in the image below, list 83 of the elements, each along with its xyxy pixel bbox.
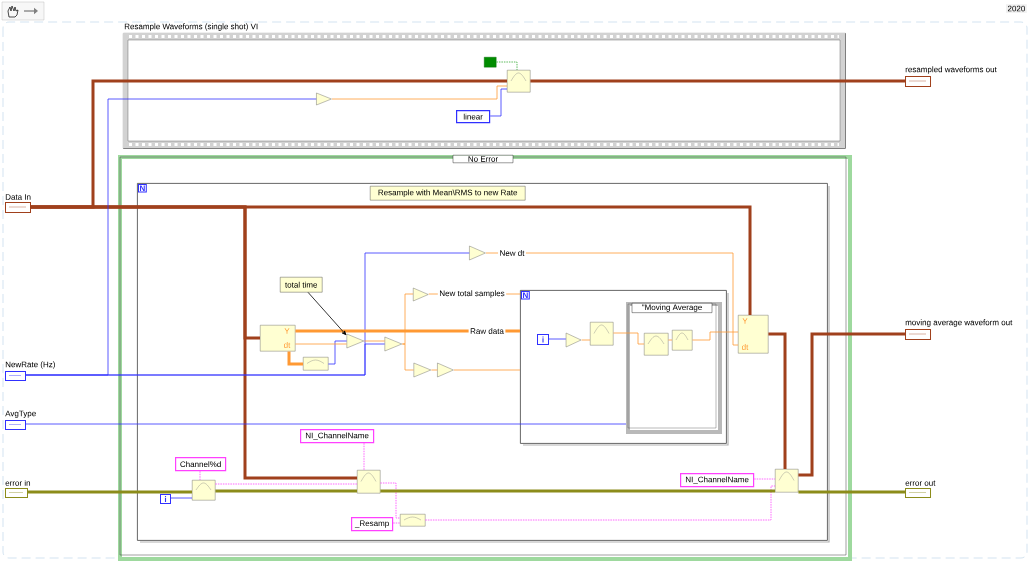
wire bbox=[380, 482, 401, 519]
wire bbox=[215, 489, 357, 493]
function-triangle bbox=[413, 287, 429, 302]
wire bbox=[380, 489, 775, 493]
function-triangle bbox=[565, 332, 582, 348]
function-block bbox=[303, 357, 329, 371]
wire bbox=[401, 343, 414, 371]
terminal-label: moving average waveform out bbox=[905, 319, 1013, 327]
wire bbox=[581, 339, 591, 341]
wire bbox=[25, 343, 385, 376]
edge-label: New total samples bbox=[437, 288, 507, 300]
count-terminal: N bbox=[138, 184, 147, 193]
string-constant: NI_ChannelName bbox=[680, 473, 755, 488]
wire bbox=[613, 332, 645, 345]
string-constant: _Resamp bbox=[351, 517, 394, 532]
terminal-label: error in bbox=[5, 479, 30, 486]
wire bbox=[31, 205, 357, 480]
wire bbox=[489, 88, 508, 117]
function-block bbox=[590, 322, 614, 346]
function-triangle bbox=[316, 92, 332, 106]
function-block bbox=[644, 333, 669, 356]
function-block bbox=[357, 470, 381, 494]
edge-label: Raw data bbox=[468, 326, 506, 336]
wire bbox=[485, 252, 739, 346]
wire bbox=[496, 61, 518, 71]
wire bbox=[295, 343, 347, 345]
wire bbox=[170, 497, 193, 499]
iteration-terminal: i bbox=[537, 334, 549, 345]
comment-label: total time bbox=[280, 277, 323, 293]
wire bbox=[363, 340, 385, 342]
function-triangle bbox=[437, 362, 454, 378]
ring-constant: linear bbox=[456, 110, 491, 124]
function-block bbox=[775, 469, 799, 493]
wire bbox=[798, 332, 905, 477]
port-label: dt bbox=[284, 342, 291, 348]
wire bbox=[287, 351, 303, 366]
wire bbox=[430, 369, 438, 371]
terminal-label: error out bbox=[905, 480, 936, 486]
terminal-label: Data In bbox=[5, 194, 31, 200]
wire bbox=[28, 490, 192, 494]
frame-title: Resample Waveforms (single shot) VI bbox=[124, 23, 258, 31]
port-label: dt bbox=[742, 344, 749, 350]
arrow bbox=[307, 292, 347, 336]
version-label: 2020 bbox=[1006, 4, 1027, 13]
wire bbox=[425, 485, 776, 521]
wire bbox=[392, 522, 401, 524]
wire bbox=[453, 369, 521, 371]
function-block bbox=[192, 480, 216, 501]
boolean-constant bbox=[484, 57, 497, 68]
wire bbox=[768, 332, 787, 469]
case-selector: "Moving Average bbox=[631, 303, 713, 313]
wire bbox=[692, 331, 739, 341]
function-triangle bbox=[346, 333, 364, 349]
terminal-label: AvgType bbox=[5, 410, 36, 418]
wire bbox=[753, 478, 776, 480]
function-block bbox=[507, 70, 531, 93]
wire bbox=[25, 423, 627, 425]
wire bbox=[668, 339, 673, 341]
wire bbox=[548, 338, 567, 340]
function-triangle bbox=[384, 336, 402, 352]
wire bbox=[215, 483, 358, 485]
terminal-label: NewRate (Hz) bbox=[5, 361, 55, 369]
function-block bbox=[400, 514, 426, 527]
wire bbox=[331, 85, 508, 100]
count-terminal: N bbox=[521, 291, 530, 300]
string-constant: NI_ChannelName bbox=[300, 429, 375, 444]
wire bbox=[798, 490, 905, 494]
wire bbox=[328, 340, 347, 365]
port-label: Y bbox=[742, 318, 748, 324]
edge-label: New dt bbox=[498, 248, 526, 258]
function-triangle bbox=[469, 245, 486, 261]
terminal-label: resampled waveforms out bbox=[905, 66, 997, 74]
wire bbox=[363, 442, 365, 471]
comment-label: Resample with Mean\RMS to new Rate bbox=[370, 186, 526, 201]
case-selector: No Error bbox=[452, 155, 514, 163]
function-block bbox=[672, 330, 693, 351]
wire bbox=[199, 470, 201, 481]
port-label: Y bbox=[284, 328, 290, 334]
wire bbox=[530, 79, 905, 83]
wire bbox=[401, 293, 414, 345]
function-triangle bbox=[413, 362, 431, 378]
string-constant: Channel%d bbox=[175, 457, 227, 472]
iteration-terminal: i bbox=[160, 494, 171, 504]
